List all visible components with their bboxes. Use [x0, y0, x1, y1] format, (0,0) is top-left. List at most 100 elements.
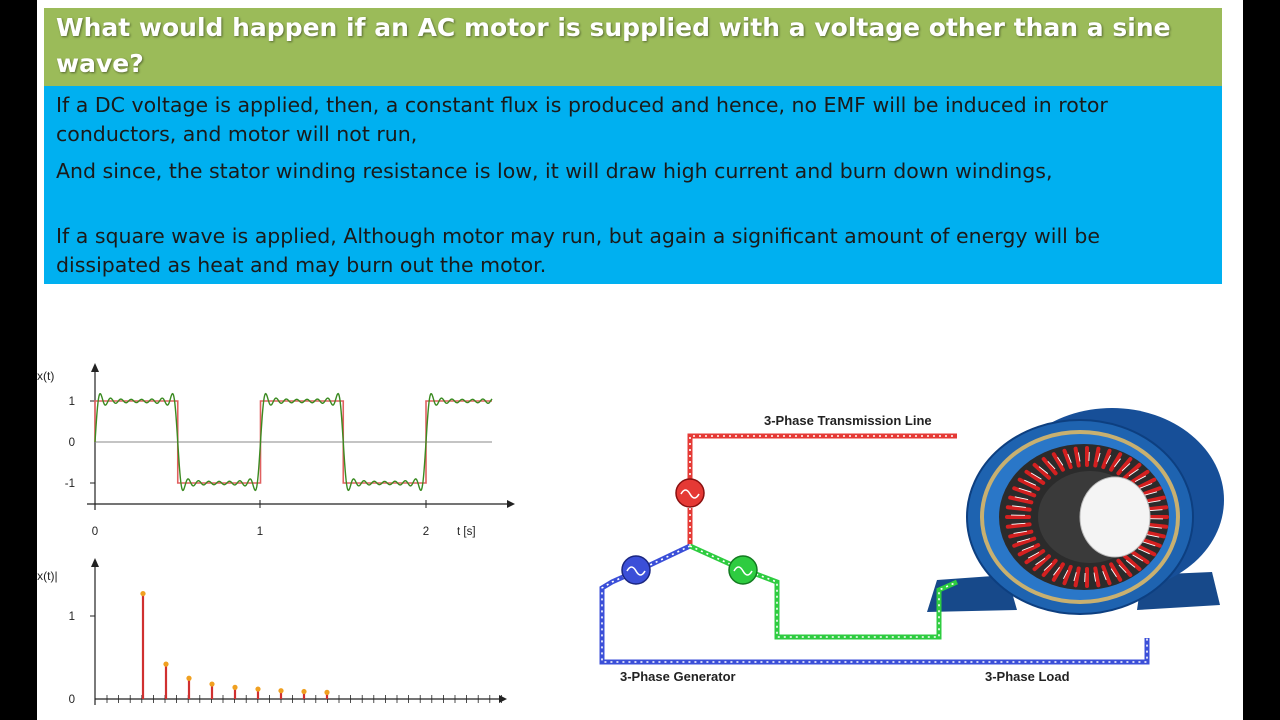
three-phase-diagram: 3-Phase Transmission Line 3-Phase Genera…	[599, 408, 1224, 684]
spectrum-stem-tip	[186, 675, 192, 681]
winding-highlight	[1016, 538, 1031, 543]
wave-ylabel: x(t)	[37, 369, 54, 383]
wave-xtick-label-2: 2	[423, 526, 429, 538]
wave-ytick-label-m1: -1	[65, 478, 75, 490]
spectrum-stem-tip	[255, 686, 261, 692]
winding-coil	[1101, 564, 1112, 586]
winding-highlight	[1057, 456, 1064, 466]
winding-highlight	[1118, 564, 1127, 574]
winding-highlight	[1128, 468, 1139, 477]
winding-highlight	[1093, 572, 1097, 582]
winding-coil	[1041, 457, 1058, 476]
load-label: 3-Phase Load	[985, 669, 1070, 684]
winding-coil	[1128, 469, 1150, 485]
winding-coil	[1062, 564, 1073, 586]
winding-coil	[1051, 562, 1065, 582]
winding-highlight	[1142, 541, 1156, 547]
winding-coil	[1041, 558, 1058, 577]
winding-highlight	[1105, 454, 1112, 465]
wave-ytick-label-0: 0	[69, 437, 75, 449]
blue-phase-source	[621, 555, 651, 585]
winding-coil	[1032, 462, 1051, 480]
winding-highlight	[1030, 472, 1042, 480]
winding-coil	[1032, 554, 1051, 572]
winding-highlight	[1077, 452, 1081, 462]
motor-illustration	[927, 408, 1224, 615]
winding-highlight	[1148, 526, 1162, 529]
winding-highlight	[1018, 487, 1032, 493]
red-phase-wire	[687, 433, 957, 493]
spec-stems	[140, 590, 330, 699]
winding-coil	[1116, 457, 1133, 476]
paragraph-square-wave: If a square wave is applied, Although mo…	[56, 224, 1100, 277]
spec-x-axis-arrow	[499, 695, 507, 703]
winding-highlight	[1132, 554, 1144, 562]
winding-highlight	[1062, 569, 1069, 580]
winding-highlight	[1137, 548, 1150, 555]
winding-coil	[1116, 558, 1133, 577]
winding-highlight	[1110, 568, 1117, 578]
slide: What would happen if an AC motor is supp…	[37, 0, 1243, 720]
winding-coil	[1073, 446, 1081, 468]
winding-highlight	[1067, 453, 1072, 463]
winding-highlight	[1114, 458, 1121, 468]
spectrum-stem-tip	[163, 661, 169, 667]
winding-highlight	[1038, 466, 1049, 474]
winding-coil	[1012, 536, 1037, 548]
spec-ytick-label-1: 1	[69, 611, 75, 623]
spectrum-chart: |x(t)| 1 0	[37, 558, 507, 706]
winding-coil	[1123, 462, 1142, 480]
spec-minor-ticks	[106, 695, 502, 703]
winding-coil	[1093, 566, 1101, 588]
winding-highlight	[1134, 475, 1147, 482]
blue-phase-wire	[599, 543, 1150, 665]
winding-highlight	[1125, 560, 1136, 568]
winding-coil	[1005, 522, 1032, 529]
winding-coil	[1051, 452, 1065, 472]
winding-coil	[1017, 543, 1041, 557]
green-phase-source	[728, 555, 758, 585]
winding-highlight	[1145, 533, 1160, 538]
wave-xlabel: t [s]	[457, 526, 476, 538]
spec-ytick-label-0: 0	[69, 694, 75, 706]
wave-xtick-label-0: 0	[92, 526, 98, 538]
winding-coil	[1128, 549, 1150, 565]
spectrum-stem-tip	[301, 688, 307, 695]
winding-coil	[1008, 495, 1034, 505]
square-wave-chart: x(t) 1 0 -1 0 1 2 t [s]	[37, 363, 515, 538]
motor-bore	[1079, 476, 1151, 558]
winding-highlight	[1012, 505, 1026, 508]
winding-highlight	[1053, 566, 1060, 576]
winding-highlight	[1146, 500, 1161, 504]
winding-highlight	[1011, 522, 1026, 525]
winding-coil	[1123, 554, 1142, 572]
winding-coil	[1005, 505, 1032, 512]
slide-title: What would happen if an AC motor is supp…	[56, 13, 1171, 78]
winding-highlight	[1102, 571, 1107, 581]
winding-coil	[1101, 448, 1112, 470]
wave-ytick-label-1: 1	[69, 396, 75, 408]
spectrum-stem-tip	[209, 681, 215, 687]
winding-highlight	[1014, 496, 1029, 501]
paragraph-dc-voltage: If a DC voltage is applied, then, a cons…	[56, 93, 1108, 146]
title-bar: What would happen if an AC motor is supp…	[44, 8, 1222, 86]
winding-highlight	[1013, 530, 1028, 534]
red-phase-source	[675, 478, 705, 508]
winding-coil	[1109, 562, 1123, 582]
stator-windings	[1005, 446, 1169, 588]
wave-x-axis-arrow	[507, 500, 515, 508]
spec-y-axis-arrow	[91, 558, 99, 567]
green-phase-wire	[688, 543, 959, 640]
winding-highlight	[1097, 452, 1101, 462]
winding-highlight	[1073, 572, 1077, 582]
spectrum-stem-tip	[140, 590, 146, 597]
winding-coil	[1017, 477, 1041, 491]
winding-highlight	[1139, 483, 1153, 489]
winding-highlight	[1121, 463, 1131, 472]
winding-highlight	[1148, 509, 1163, 512]
spectrum-stem-tip	[232, 684, 238, 690]
winding-highlight	[1035, 557, 1046, 566]
wave-xtick-label-1: 1	[257, 526, 263, 538]
transmission-line-label: 3-Phase Transmission Line	[764, 413, 932, 428]
spectrum-stem-tip	[324, 689, 330, 695]
